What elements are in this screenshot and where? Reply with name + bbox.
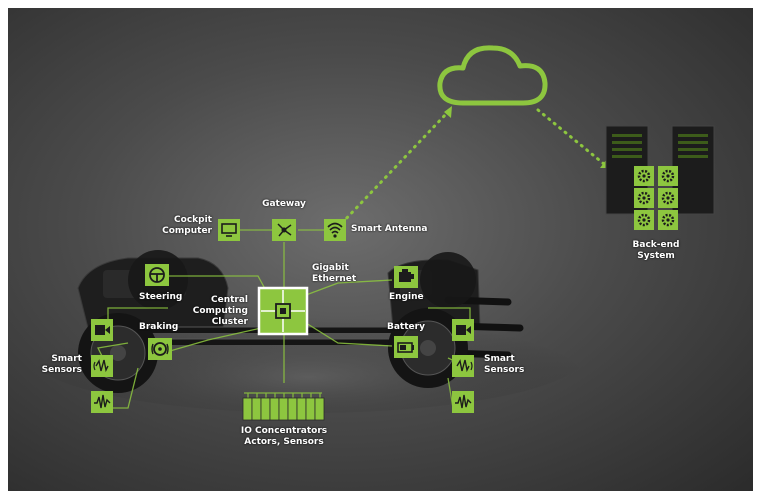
central-computing-cluster-label: Central Computing Cluster [192, 295, 248, 327]
braking-label: Braking [139, 322, 179, 332]
wireless-link-to-cloud [340, 106, 452, 225]
gigabit-ethernet-label: Gigabit Ethernet [312, 263, 357, 284]
engine-icon [394, 266, 418, 288]
brake-icon [148, 338, 172, 360]
io-concentrators-label: IO Concentrators Actors, Sensors [240, 426, 328, 447]
radar-wave-icon [452, 355, 474, 377]
backend-gear-grid [634, 166, 678, 230]
cockpit-computer-label: Cockpit Computer [162, 215, 212, 236]
io-concentrator-modules [242, 397, 325, 421]
network-hub-icon [272, 219, 296, 241]
smart-antenna-label: Smart Antenna [351, 224, 428, 234]
battery-icon [394, 336, 418, 358]
cloud-icon [437, 45, 548, 106]
camera-icon [91, 319, 113, 341]
gateway-label: Gateway [262, 199, 306, 209]
backend-system-label: Back-end System [632, 240, 680, 261]
smart-sensors-left-label: Smart Sensors [41, 354, 82, 375]
pulse-wave-icon [452, 391, 474, 413]
smart-sensors-right-label: Smart Sensors [484, 354, 525, 375]
monitor-icon [218, 219, 240, 241]
cpu-chip-icon [257, 286, 309, 336]
link-cloud-to-backend [536, 108, 610, 168]
engine-label: Engine [389, 292, 424, 302]
architecture-diagram: Cockpit Computer Gateway Smart Antenna G… [8, 8, 753, 491]
battery-label: Battery [387, 322, 425, 332]
steering-wheel-icon [145, 264, 169, 286]
pulse-wave-icon [91, 391, 113, 413]
wifi-icon [324, 219, 346, 241]
camera-icon [452, 319, 474, 341]
steering-label: Steering [139, 292, 183, 302]
radar-wave-icon [91, 355, 113, 377]
